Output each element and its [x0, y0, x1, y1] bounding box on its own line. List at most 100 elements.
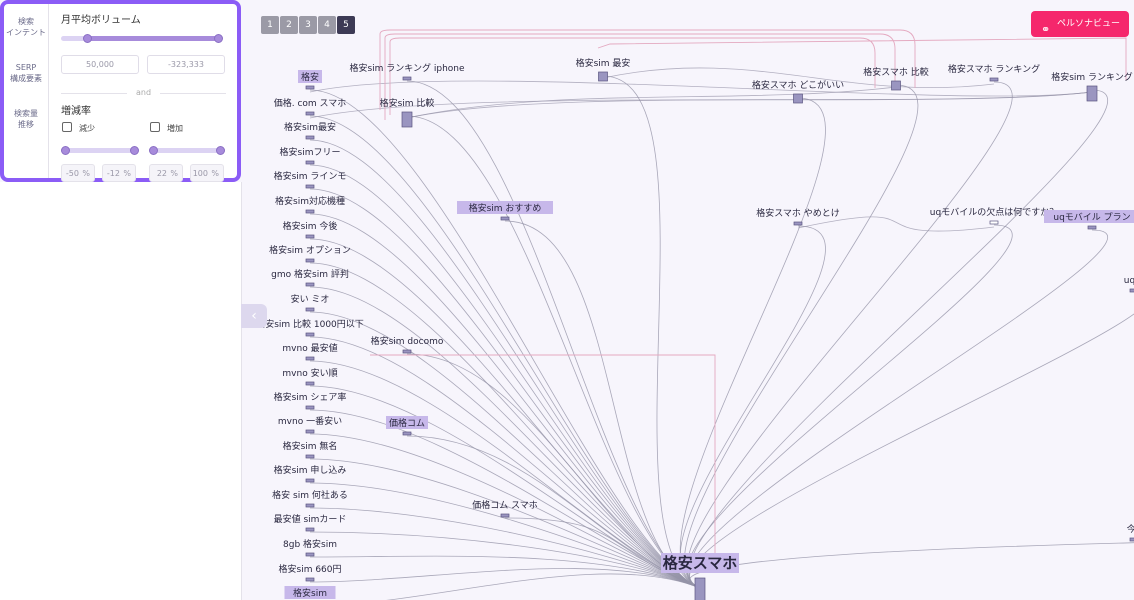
keyword-node[interactable]: 格安スマホ どこがいい: [752, 79, 844, 104]
keyword-node[interactable]: 格安sim おすすめ: [457, 201, 553, 221]
keyword-node[interactable]: 格安sim オプション: [269, 244, 351, 263]
node-marker[interactable]: [598, 71, 608, 82]
keyword-node[interactable]: gmo 格安sim 評判: [271, 268, 349, 287]
keyword-node[interactable]: 格安 sim 何社ある: [272, 489, 348, 508]
keyword-node[interactable]: 格安sim シェア率: [274, 391, 347, 410]
node-marker[interactable]: [305, 282, 315, 287]
node-marker[interactable]: [305, 552, 315, 557]
volume-max-input[interactable]: -323,333: [147, 55, 225, 74]
node-marker[interactable]: [1086, 85, 1098, 102]
keyword-node[interactable]: uqモ: [1124, 276, 1134, 293]
keyword-node[interactable]: 格安sim ランキング iphone: [349, 62, 465, 81]
node-marker[interactable]: [793, 221, 803, 226]
node-marker[interactable]: [402, 349, 412, 354]
keyword-node[interactable]: 格安sim 今後: [283, 220, 338, 239]
keyword-node[interactable]: 格安sim対応機種: [275, 195, 345, 214]
decrease-from-input[interactable]: -50%: [61, 164, 95, 182]
keyword-node[interactable]: 格安sim: [284, 586, 336, 600]
node-marker[interactable]: [305, 381, 315, 386]
volume-min-input[interactable]: 50,000: [61, 55, 139, 74]
keyword-node[interactable]: 価格コム スマホ: [472, 499, 538, 518]
keyword-node[interactable]: 格安sim 最安: [576, 57, 631, 82]
keyword-node[interactable]: 格安: [298, 70, 322, 90]
node-marker[interactable]: [305, 258, 315, 263]
node-marker[interactable]: [305, 356, 315, 361]
keyword-node[interactable]: 格安sim ラインモ: [274, 170, 347, 189]
node-marker[interactable]: [305, 209, 315, 214]
node-marker[interactable]: [305, 503, 315, 508]
page-4[interactable]: 4: [318, 16, 336, 34]
decrease-slider[interactable]: [61, 146, 139, 155]
keyword-node[interactable]: uqモバイル プラン: [1044, 210, 1134, 230]
keyword-node[interactable]: 8gb 格安sim: [283, 538, 337, 557]
keyword-node[interactable]: 最安値 simカード: [274, 513, 347, 532]
node-marker[interactable]: [989, 220, 999, 225]
keyword-node[interactable]: 格安スマホ: [661, 553, 739, 600]
keyword-node[interactable]: mvno 一番安い: [278, 415, 342, 434]
keyword-node[interactable]: 格安sim 660円: [279, 563, 342, 582]
keyword-node[interactable]: 価格. com スマホ: [274, 97, 347, 116]
keyword-node[interactable]: uqモバイルの欠点は何ですか？: [930, 206, 1058, 225]
keyword-node[interactable]: 安い ミオ: [291, 293, 330, 312]
node-marker[interactable]: [305, 307, 315, 312]
increase-from-input[interactable]: 22%: [149, 164, 183, 182]
node-marker[interactable]: [402, 76, 412, 81]
keyword-node[interactable]: 格安sim 比較: [380, 97, 435, 128]
keyword-node[interactable]: 格安sim最安: [284, 121, 336, 140]
node-marker[interactable]: [1129, 288, 1134, 293]
keyword-node[interactable]: 格安sim 無名: [283, 440, 338, 459]
volume-slider[interactable]: [61, 34, 223, 43]
node-marker[interactable]: [402, 431, 412, 436]
decrease-max-handle[interactable]: [130, 146, 139, 155]
increase-max-handle[interactable]: [216, 146, 225, 155]
keyword-node[interactable]: 格安sim 比較 1000円以下: [256, 318, 364, 337]
decrease-min-handle[interactable]: [61, 146, 70, 155]
keyword-node[interactable]: 格安スマホ やめとけ: [756, 207, 840, 226]
decrease-to-input[interactable]: -12%: [102, 164, 136, 182]
increase-to-input[interactable]: 100%: [190, 164, 224, 182]
node-marker[interactable]: [305, 429, 315, 434]
node-marker[interactable]: [793, 93, 803, 104]
keyword-node[interactable]: 格安スマホ ランキング: [948, 63, 1040, 82]
keyword-node[interactable]: 格安simフリー: [280, 146, 341, 165]
page-3[interactable]: 3: [299, 16, 317, 34]
keyword-node[interactable]: 今1: [1127, 523, 1134, 542]
node-marker[interactable]: [891, 80, 901, 91]
keyword-node[interactable]: 価格コム: [386, 416, 428, 436]
keyword-node[interactable]: 格安sim 申し込み: [274, 464, 347, 483]
node-marker[interactable]: [1087, 225, 1097, 230]
page-2[interactable]: 2: [280, 16, 298, 34]
node-marker[interactable]: [500, 513, 510, 518]
node-marker[interactable]: [989, 77, 999, 82]
increase-checkbox[interactable]: [150, 122, 160, 132]
node-marker[interactable]: [305, 332, 315, 337]
node-marker[interactable]: [305, 454, 315, 459]
increase-min-handle[interactable]: [149, 146, 158, 155]
keyword-node[interactable]: mvno 安い順: [282, 367, 338, 386]
node-marker[interactable]: [305, 85, 315, 90]
node-marker[interactable]: [694, 577, 706, 600]
node-marker[interactable]: [305, 234, 315, 239]
node-marker[interactable]: [305, 577, 315, 582]
increase-slider[interactable]: [149, 146, 225, 155]
volume-max-handle[interactable]: [214, 34, 223, 43]
volume-min-handle[interactable]: [83, 34, 92, 43]
trend-label[interactable]: 検索量推移: [14, 109, 38, 129]
decrease-checkbox[interactable]: [62, 122, 72, 132]
collapse-panel-button[interactable]: ‹: [241, 304, 267, 328]
persona-view-button[interactable]: ⚭ ペルソナビュー: [1031, 11, 1129, 37]
node-marker[interactable]: [500, 216, 510, 221]
node-marker[interactable]: [305, 184, 315, 189]
node-marker[interactable]: [305, 405, 315, 410]
node-marker[interactable]: [1129, 537, 1134, 542]
keyword-node[interactable]: 格安スマホ 比較: [863, 66, 929, 91]
node-marker[interactable]: [305, 478, 315, 483]
node-marker[interactable]: [305, 160, 315, 165]
page-5[interactable]: 5: [337, 16, 355, 34]
intent-label[interactable]: 検索インテント: [6, 17, 46, 37]
keyword-node[interactable]: 格安sim docomo: [371, 335, 444, 354]
page-1[interactable]: 1: [261, 16, 279, 34]
node-marker[interactable]: [305, 527, 315, 532]
node-marker[interactable]: [305, 111, 315, 116]
